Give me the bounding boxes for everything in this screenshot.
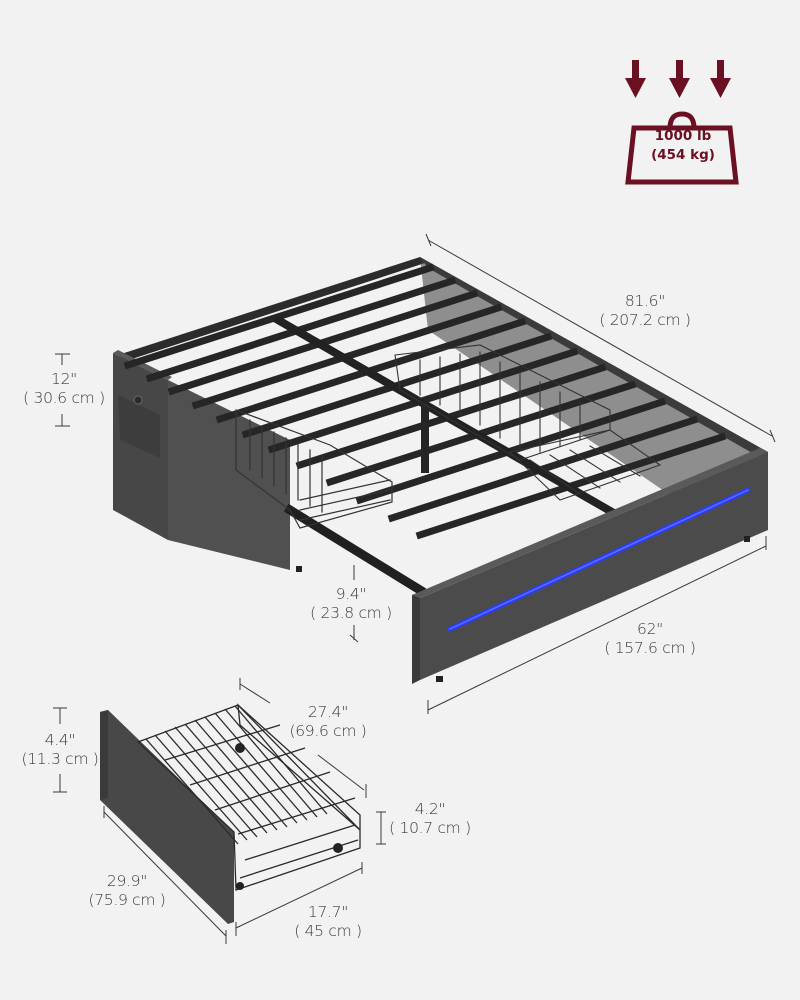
drawer-width-label: 17.7" ( 45 cm ): [294, 903, 362, 940]
weight-capacity-metric: (454 kg): [651, 147, 715, 163]
weight-capacity-label: 1000 lb (454 kg): [640, 127, 726, 165]
weight-capacity-imperial: 1000 lb: [654, 128, 712, 144]
weight-load-icon: [625, 60, 739, 185]
bed-width-label: 62" ( 157.6 cm ): [604, 620, 696, 657]
dimension-lines: [53, 233, 776, 944]
drawer-detail: [100, 703, 361, 924]
drawer-total-length-label: 29.9" (75.9 cm ): [88, 872, 166, 909]
bed-height-label: 12" ( 30.6 cm ): [23, 370, 105, 407]
drawer-basket-height-label: 4.2" ( 10.7 cm ): [389, 800, 471, 837]
drawer-front-height-label: 4.4" (11.3 cm ): [21, 731, 99, 768]
bed-frame: [113, 257, 768, 684]
bed-length-label: 81.6" ( 207.2 cm ): [599, 292, 691, 329]
bed-clearance-label: 9.4" ( 23.8 cm ): [310, 585, 392, 622]
drawer-length-label: 27.4" (69.6 cm ): [289, 703, 367, 740]
